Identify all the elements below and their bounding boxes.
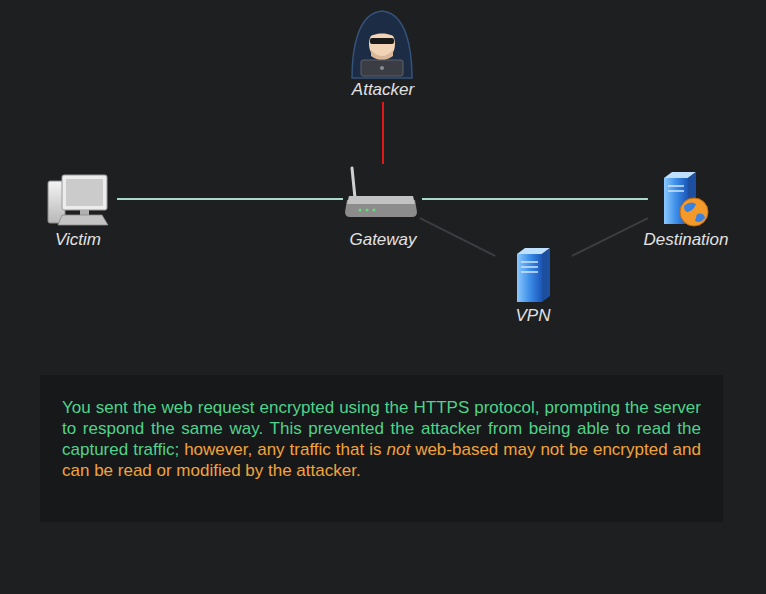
network-link [420,218,495,256]
message-text: You sent the web request encrypted using… [62,397,701,481]
network-link [572,218,648,256]
router-icon [345,168,417,217]
network-node: Victim [45,170,111,250]
network-link [117,198,343,200]
attacker-icon [352,11,412,78]
network-link [382,102,384,164]
web-server-icon [664,172,708,226]
network-node: Attacker [342,8,424,100]
network-link [422,198,648,200]
node-label: Gateway [349,230,416,250]
computer-icon [48,175,108,225]
message-segment: not [386,440,410,459]
network-node: Destination [630,168,742,250]
node-label: Victim [55,230,101,250]
node-label: Attacker [352,80,414,100]
node-label: Destination [643,230,728,250]
network-node: Gateway [340,164,426,250]
vpn-server-icon [517,248,550,302]
message-segment: however, any traffic that is [184,440,381,459]
node-label: VPN [516,306,551,326]
network-node: VPN [506,244,560,326]
